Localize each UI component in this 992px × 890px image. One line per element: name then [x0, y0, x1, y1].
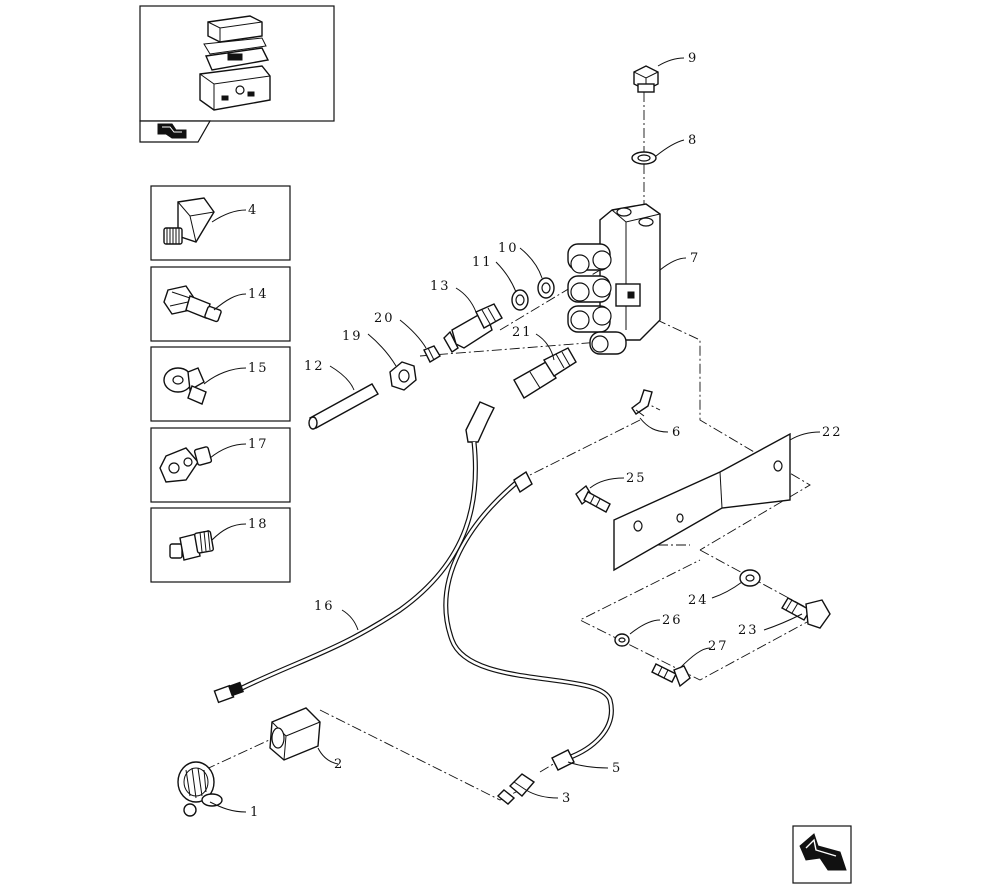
part-20-nut[interactable]	[423, 345, 441, 363]
banjo-fitting-icon	[163, 367, 207, 405]
next-page-button[interactable]	[792, 825, 852, 884]
part-7-distribution-block[interactable]	[567, 203, 661, 355]
callout-9: 9	[688, 51, 698, 66]
callout-13: 13	[430, 279, 451, 294]
callout-7: 7	[690, 251, 700, 266]
part-2-sleeve[interactable]	[269, 707, 321, 761]
callout-19: 19	[342, 329, 363, 344]
callout-18: 18	[248, 517, 269, 532]
callout-16: 16	[314, 599, 335, 614]
detail-box-18	[150, 507, 291, 583]
part-5-tube[interactable]	[443, 470, 614, 771]
detail-box-4	[150, 185, 291, 261]
callout-10: 10	[498, 241, 519, 256]
part-16-sensor-hose[interactable]	[213, 401, 495, 704]
straight-adapter-icon	[169, 529, 214, 561]
callout-labels: 9 8 7 10 11 13 20 19 12 21 6 22 25 24 23…	[248, 51, 843, 820]
overview-thumbnail-icon	[199, 15, 271, 111]
callout-17: 17	[248, 437, 269, 452]
callout-12: 12	[304, 359, 325, 374]
part-21-adapter[interactable]	[513, 347, 577, 399]
callout-5: 5	[612, 761, 622, 776]
adapter-tee-fitting-icon	[163, 197, 215, 245]
callout-25: 25	[626, 471, 647, 486]
callout-14: 14	[248, 287, 269, 302]
part-10-washer[interactable]	[537, 277, 555, 299]
part-23-bolt[interactable]	[781, 597, 831, 629]
callout-11: 11	[472, 255, 493, 270]
union-fitting-icon	[163, 285, 222, 323]
part-27-screw[interactable]	[651, 663, 691, 688]
callout-3: 3	[562, 791, 572, 806]
callout-2: 2	[334, 757, 344, 772]
callout-4: 4	[248, 203, 258, 218]
callout-6: 6	[672, 425, 682, 440]
block-port-bosses	[567, 243, 627, 355]
callout-27: 27	[708, 639, 729, 654]
leader-lines	[203, 57, 821, 813]
callout-24: 24	[688, 593, 709, 608]
detail-box-17	[150, 427, 291, 503]
callout-15: 15	[248, 361, 269, 376]
callout-26: 26	[662, 613, 683, 628]
part-6-elbow[interactable]	[631, 389, 653, 417]
overview-thumbnail[interactable]	[139, 5, 335, 143]
detail-box-14	[150, 266, 291, 342]
callout-23: 23	[738, 623, 759, 638]
next-page-arrow-icon	[799, 833, 847, 871]
callout-1: 1	[250, 805, 260, 820]
part-8-washer[interactable]	[631, 151, 657, 165]
part-24-washer[interactable]	[739, 569, 761, 587]
part-11-washer[interactable]	[511, 289, 529, 311]
part-25-screw[interactable]	[575, 484, 611, 513]
callout-8: 8	[688, 133, 698, 148]
part-19-nut[interactable]	[389, 361, 417, 391]
part-22-bracket[interactable]	[613, 432, 791, 572]
callout-22: 22	[822, 425, 843, 440]
part-12-pipe[interactable]	[308, 383, 379, 430]
part-9-plug[interactable]	[633, 65, 659, 93]
back-arrow-icon[interactable]	[157, 123, 187, 139]
part-3-fitting[interactable]	[496, 773, 536, 805]
double-banjo-fitting-icon	[159, 446, 213, 483]
part-26-washer[interactable]	[614, 633, 630, 647]
callout-20: 20	[374, 311, 395, 326]
detail-box-15	[150, 346, 291, 422]
callout-21: 21	[512, 325, 533, 340]
part-13-adapter[interactable]	[443, 303, 503, 353]
center-lines	[199, 92, 821, 801]
part-1-dust-cap[interactable]	[177, 761, 223, 817]
